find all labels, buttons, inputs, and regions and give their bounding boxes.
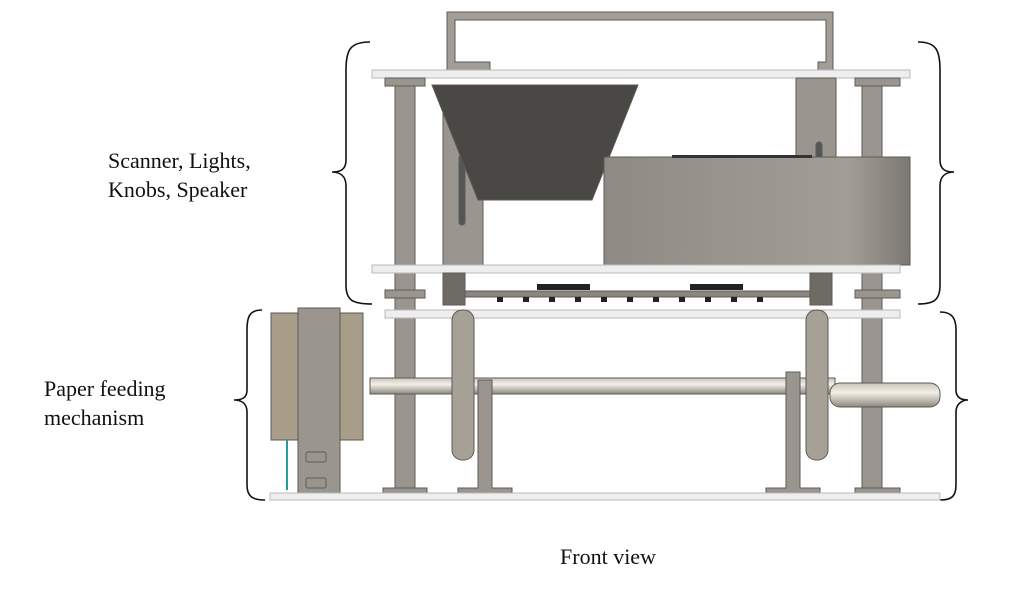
label-line: Scanner, Lights,	[108, 148, 251, 173]
base-plate	[269, 492, 941, 501]
right-upright	[861, 77, 883, 499]
left-roller	[451, 309, 475, 461]
middle-plate	[371, 264, 901, 274]
label-paper-feeding-mechanism: Paper feeding mechanism	[44, 374, 166, 432]
left-brace-top	[331, 41, 373, 305]
right-brace-bottom	[939, 311, 969, 501]
circuit-board	[464, 290, 811, 298]
knob-row	[497, 297, 763, 302]
label-line: mechanism	[44, 405, 145, 430]
top-handle	[446, 11, 834, 71]
left-upright	[394, 77, 416, 499]
braces	[233, 41, 969, 501]
label-line: Paper feeding	[44, 376, 166, 401]
drive-shaft	[369, 377, 836, 395]
paper-feed-assembly	[269, 307, 941, 501]
left-brace-bottom	[233, 309, 266, 501]
figure-caption: Front view	[560, 544, 656, 569]
right-brace-top	[917, 41, 955, 305]
lower-plate	[384, 309, 901, 319]
label-scanner-lights-knobs-speaker: Scanner, Lights, Knobs, Speaker	[108, 146, 251, 204]
speaker-box	[603, 156, 911, 266]
shaft-end	[829, 382, 941, 408]
top-plate	[371, 69, 911, 79]
right-roller	[805, 309, 829, 461]
motor-mount	[297, 307, 341, 499]
scanner-funnel	[431, 84, 639, 201]
label-line: Knobs, Speaker	[108, 177, 248, 202]
